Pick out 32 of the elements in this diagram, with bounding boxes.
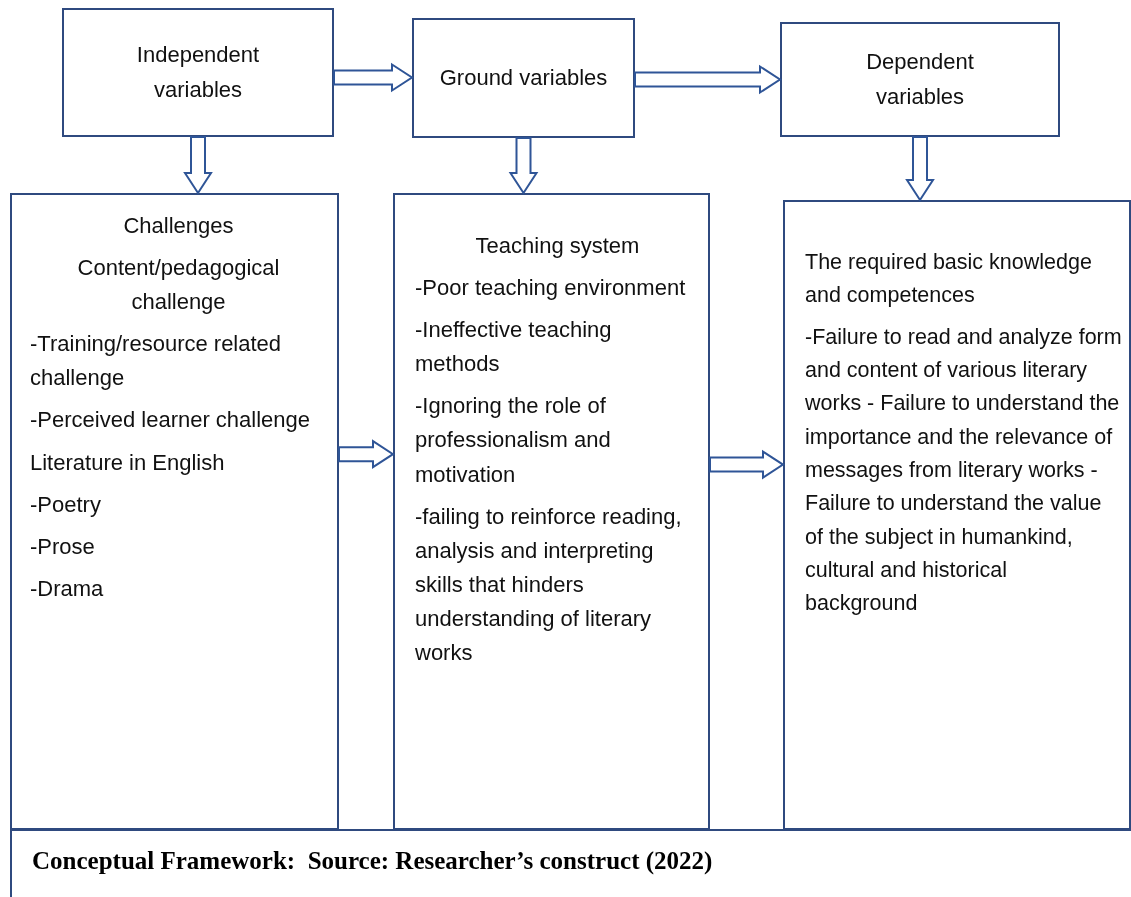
box-heading: Independent variables (135, 41, 261, 104)
block-arrow (905, 136, 935, 202)
box-text: Literature in English (30, 448, 226, 477)
box-heading: The required basic knowledge and competences (805, 249, 1093, 310)
box-heading: Challenges (122, 212, 235, 240)
block-arrow (333, 62, 414, 93)
box-heading: Teaching system (474, 232, 641, 260)
text-box (393, 193, 710, 830)
box-text: -Prose (30, 532, 96, 561)
box-text: -Training/resource related challenge (30, 330, 283, 393)
box-text: -Ineffective teaching methods (415, 316, 613, 379)
block-arrow (508, 137, 539, 195)
box-text: -failing to reinforce reading, analysis and interpreting skills that hinders understanding of literary works (415, 502, 683, 668)
box-text: -Ignoring the role of professionalism and motivation (415, 392, 612, 489)
block-arrow (709, 449, 785, 480)
caption: Conceptual Framework: Source: Researcher’s construct (2022) (10, 829, 1131, 897)
text-box (10, 193, 339, 830)
box-text: -Poor teaching environment (415, 274, 687, 303)
text-box (62, 8, 334, 137)
box-text: -Perceived learner challenge (30, 406, 312, 435)
block-arrow (634, 64, 782, 95)
box-text: -Poetry (30, 490, 102, 519)
box-heading: Dependent variables (865, 48, 975, 111)
box-text: -Failure to read and analyze form and content of various literary works - Failure to understand the importance and the relevance of messages from literary works - Failure to understand the value of the subject in humankind, cultural and historical background (805, 323, 1123, 618)
box-heading: Ground variables (438, 63, 609, 92)
box-text: -Drama (30, 574, 105, 603)
block-arrow (183, 136, 213, 195)
text-box (412, 18, 635, 138)
text-box (780, 22, 1060, 137)
text-box (783, 200, 1131, 830)
box-text: Content/pedagogical challenge (76, 254, 281, 317)
block-arrow (338, 439, 395, 470)
